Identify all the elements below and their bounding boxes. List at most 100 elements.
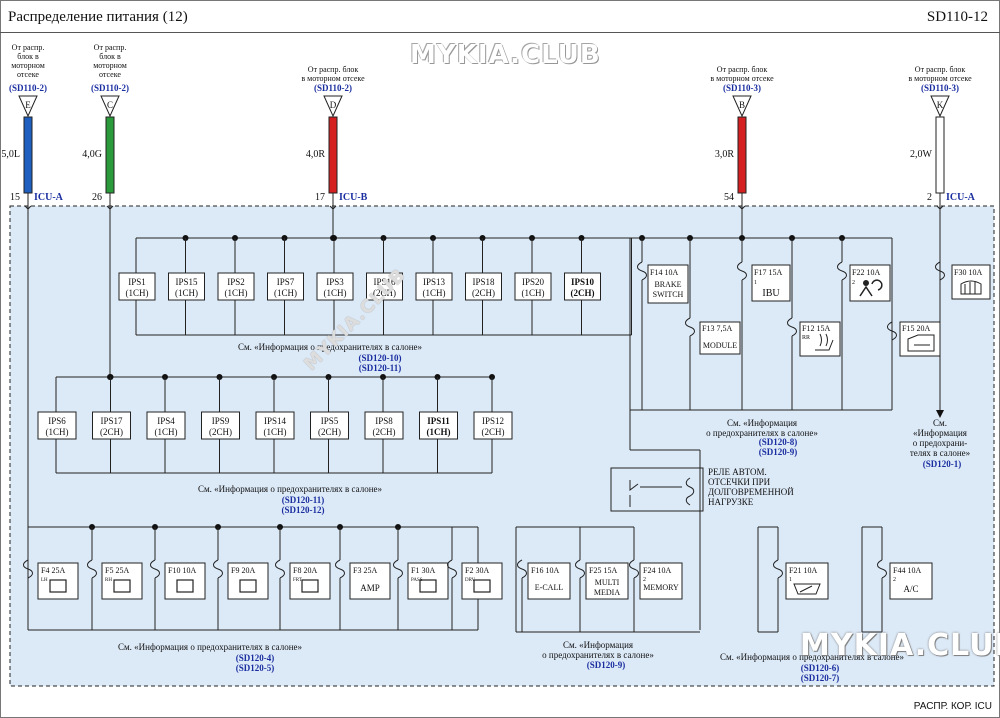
fuse-box-f30	[951, 264, 991, 300]
pin-number: 15	[10, 192, 20, 203]
ips-box	[217, 272, 255, 301]
ips-channel: (1CH)	[522, 288, 545, 298]
note-bottom-mid: о предохранителях в салоне»	[542, 650, 654, 660]
source-label: От распр.	[12, 43, 45, 52]
device-icon	[473, 579, 491, 593]
ips-name: IPS15	[175, 277, 198, 287]
ips-name: IPS6	[48, 416, 66, 426]
ips-channel: (1CH)	[155, 427, 178, 437]
wire-spec: 5,0L	[1, 149, 20, 160]
relay-label: ОТСЕЧКИ ПРИ	[708, 477, 771, 487]
ips-name: IPS5	[321, 416, 339, 426]
arrow-down-icon	[936, 410, 944, 418]
fuse-label: MEDIA	[594, 588, 620, 597]
fuse-label: E-CALL	[535, 583, 564, 592]
note-row2-ref: (SD120-11)	[282, 495, 325, 505]
source-label: От распр.	[94, 43, 127, 52]
fuse-id: F2 30A	[465, 566, 489, 575]
fuse-box-bottom	[227, 562, 269, 600]
connector-triangle	[18, 95, 38, 118]
fuse-label: MEMORY	[643, 583, 679, 592]
fuse-f17	[737, 261, 747, 281]
relay-box	[610, 467, 704, 512]
fuse-id: F4 25A	[41, 566, 65, 575]
ips-name: IPS16	[373, 277, 396, 287]
fuse-bottom	[213, 559, 223, 579]
fuse-box-br	[785, 562, 829, 600]
wire-spec: 4,0R	[306, 149, 326, 160]
rear-defrost-icon	[960, 280, 982, 295]
wire-spec: 4,0G	[82, 149, 102, 160]
fuse-box-f17	[751, 264, 791, 302]
note-bottom-right-ref: (SD120-7)	[801, 673, 840, 683]
ips-box	[316, 272, 354, 301]
fuse-id: F8 20A	[293, 566, 317, 575]
source-ref: (SD110-2)	[314, 83, 352, 93]
fuse-id: F5 25A	[105, 566, 129, 575]
fuse-label: MULTI	[595, 578, 620, 587]
source-label: отсеке	[17, 70, 39, 79]
fuse-id: F30 10A	[954, 268, 982, 277]
ips-name: IPS17	[100, 416, 123, 426]
ips-name: IPS8	[375, 416, 393, 426]
ips-box	[465, 272, 502, 301]
pin-number: 54	[724, 192, 734, 203]
fuse-id: F14 10A	[650, 268, 678, 277]
ips-channel: (2CH)	[472, 288, 495, 298]
note-bottom-left-ref: (SD120-4)	[236, 653, 275, 663]
relay-coil	[685, 477, 695, 506]
fuse-label: MODULE	[703, 341, 737, 350]
fuse-id: F12 15A	[802, 324, 830, 333]
ips-box	[366, 272, 403, 301]
ips-channel: (1CH)	[225, 288, 248, 298]
ips-channel: (1CH)	[324, 288, 347, 298]
source-label: моторном	[11, 61, 45, 70]
ips-channel: (2CH)	[318, 427, 341, 437]
pin-number: 2	[927, 192, 932, 203]
source-label: От распр. блок	[717, 65, 768, 74]
fuse-id: F10 10A	[168, 566, 196, 575]
fuse-box-br	[889, 562, 933, 600]
fuse-bottom	[23, 559, 33, 579]
fuse-box-f15	[899, 321, 941, 357]
ips-name: IPS11	[427, 416, 450, 426]
connector-triangle	[100, 95, 120, 118]
connector-triangle	[323, 95, 343, 118]
fuse-box-mid	[527, 562, 571, 600]
device-icon	[239, 579, 257, 593]
fuse-label: BRAKE	[654, 280, 681, 289]
note-row2: См. «Информация о предохранителях в сало…	[198, 484, 382, 494]
ips-box	[473, 411, 513, 440]
fuse-f12	[787, 317, 797, 337]
ips-name: IPS2	[227, 277, 245, 287]
pin-number: 26	[92, 192, 102, 203]
ips-channel: (1CH)	[274, 288, 297, 298]
ips-name: IPS12	[482, 416, 504, 426]
door-icon	[907, 334, 935, 352]
source-label: От распр. блок	[915, 65, 966, 74]
note-bottom-right-ref: (SD120-6)	[801, 663, 840, 673]
connector-triangle	[930, 95, 950, 118]
ips-name: IPS20	[522, 277, 545, 287]
source-label: моторном	[93, 61, 127, 70]
ips-box	[92, 411, 131, 440]
wiper-icon	[793, 583, 821, 595]
ips-channel: (1CH)	[46, 427, 69, 437]
fuse-box-f22	[849, 264, 891, 302]
watermark-bottom: MYKIA.CLUB	[800, 628, 1000, 663]
source-label: в моторном отсеке	[908, 74, 972, 83]
fuse-box-bottom	[349, 562, 391, 600]
fuse-sub: 1	[789, 577, 792, 583]
ips-box	[255, 411, 295, 440]
ips-box	[364, 411, 404, 440]
fuse-box-bottom	[461, 562, 503, 600]
pin-number: 17	[315, 192, 325, 203]
note-row1: См. «Информация о предохранителях в сало…	[238, 342, 422, 352]
footer-label: РАСПР. КОР. ICU	[913, 701, 992, 712]
source-label: в моторном отсеке	[710, 74, 774, 83]
device-icon	[301, 579, 319, 593]
